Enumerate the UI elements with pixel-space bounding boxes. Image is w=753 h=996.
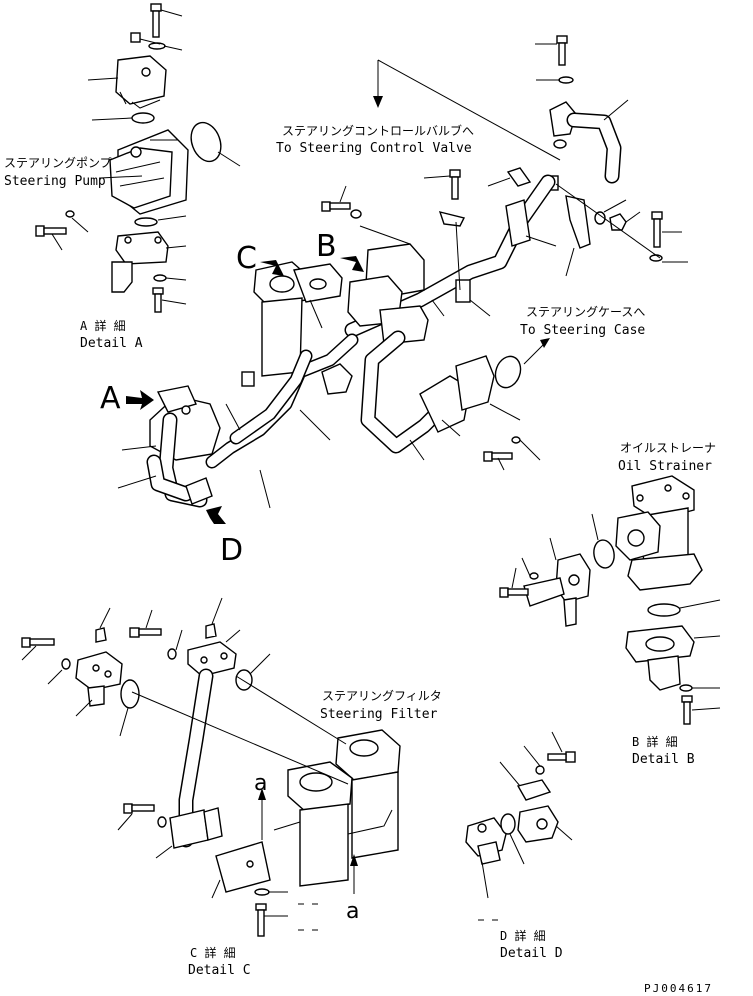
adapter-part <box>517 805 573 843</box>
steering-case-label-jp: ステアリングケースへ <box>526 305 645 319</box>
o-ring-large-part <box>190 121 241 167</box>
section-marker-bottom: a <box>346 899 359 924</box>
o-ring-part <box>235 653 271 691</box>
detail-b-title-en: Detail B <box>632 752 695 767</box>
steering-pump-label-jp: ステアリングポンプ <box>4 156 112 170</box>
o-ring-part <box>119 679 140 737</box>
detail-d-title-jp: D 詳 細 <box>500 928 546 943</box>
washer-part <box>350 209 362 219</box>
detail-d-group <box>465 731 576 921</box>
control-valve-line-group <box>373 35 688 277</box>
washer-part <box>536 76 574 84</box>
drawing-code: PJ004617 <box>644 982 713 995</box>
bolt-part <box>423 169 461 200</box>
bolt-part <box>681 695 721 725</box>
steering-case-label-en: To Steering Case <box>520 323 645 338</box>
plug-part <box>205 597 223 639</box>
flange-part <box>111 231 187 293</box>
plug-part <box>95 607 111 643</box>
o-ring-small-part <box>134 215 187 227</box>
washer-part <box>153 274 187 282</box>
o-ring-part <box>591 513 615 569</box>
o-ring-part <box>553 139 567 149</box>
clamp-part <box>545 175 591 277</box>
clip-part <box>487 167 532 187</box>
bolt-part <box>35 210 89 251</box>
flange-part <box>465 817 507 899</box>
washer-part <box>254 888 288 896</box>
oil-strainer-part <box>615 475 703 591</box>
steering-pump-part <box>109 129 189 215</box>
view-marker-d: D <box>220 533 243 568</box>
elbow-fitting-part <box>549 99 629 184</box>
view-arrow-icon <box>126 256 364 524</box>
detail-b-title-jp: B 詳 細 <box>632 734 678 749</box>
control-valve-label-jp: ステアリングコントロールバルブへ <box>282 123 474 138</box>
bracket-part <box>211 841 271 899</box>
oil-strainer-label-en: Oil Strainer <box>618 459 712 474</box>
bolt-part <box>651 211 682 248</box>
control-valve-label-en: To Steering Control Valve <box>276 141 472 156</box>
detail-d-title-en: Detail D <box>500 946 563 961</box>
washer-part <box>679 684 720 692</box>
steering-pump-label-en: Steering Pump <box>4 174 106 189</box>
split-flange-part <box>187 629 241 677</box>
split-flange-part <box>75 651 123 717</box>
detail-c-title-jp: C 詳 細 <box>190 945 236 960</box>
flange-part <box>625 625 721 691</box>
bolt-part <box>483 436 541 471</box>
detail-c-group <box>21 597 401 937</box>
view-marker-a: A <box>100 381 121 416</box>
washer-part <box>47 658 71 685</box>
oil-strainer-label-jp: オイルストレーナ <box>620 441 716 455</box>
clamp-part <box>499 761 552 801</box>
washer-part <box>594 199 627 225</box>
flange-part <box>409 355 521 461</box>
filter-block-part <box>241 261 343 387</box>
detail-a-group <box>35 3 241 313</box>
bolt-part <box>499 557 539 598</box>
clamp-part <box>455 279 491 317</box>
detail-a-title-jp: A 詳 細 <box>80 318 126 333</box>
bolt-part <box>117 803 167 831</box>
washer-part <box>167 629 183 660</box>
o-ring-part <box>500 813 525 865</box>
washer-part <box>649 254 688 263</box>
bolt-part <box>535 35 568 66</box>
steering-filter-label-jp: ステアリングフィルタ <box>322 689 442 703</box>
elbow-fitting-part <box>523 537 591 627</box>
view-marker-b: B <box>316 229 337 264</box>
pump-cover-part <box>87 55 167 109</box>
clamp-part <box>155 807 223 859</box>
bolt-part <box>21 637 55 661</box>
bolt-part <box>150 3 183 38</box>
bolt-part <box>152 287 187 313</box>
detail-a-title-en: Detail A <box>80 336 143 351</box>
section-arrow-icon <box>258 788 358 894</box>
bolt-part <box>523 731 576 775</box>
section-marker-top: a <box>254 771 267 796</box>
detail-b-group <box>499 475 721 725</box>
bolt-part <box>321 185 351 212</box>
bolt-part <box>129 609 162 638</box>
hose-fitting-part <box>505 199 557 247</box>
steering-filter-label-en: Steering Filter <box>320 707 438 722</box>
bracket-part <box>438 211 466 291</box>
valve-block-part <box>347 225 445 345</box>
nut-part <box>130 32 161 45</box>
nut-part <box>609 211 641 231</box>
o-ring-part <box>647 599 721 617</box>
bolt-part <box>255 903 288 937</box>
washer-part <box>148 42 183 51</box>
steering-filter-part <box>273 729 401 887</box>
main-assembly-group <box>117 167 557 509</box>
detail-c-title-en: Detail C <box>188 963 251 978</box>
o-ring-part <box>494 355 522 389</box>
view-marker-c: C <box>236 241 257 276</box>
clamp-part <box>185 477 213 505</box>
flange-part <box>321 363 353 395</box>
o-ring-part <box>91 112 155 124</box>
